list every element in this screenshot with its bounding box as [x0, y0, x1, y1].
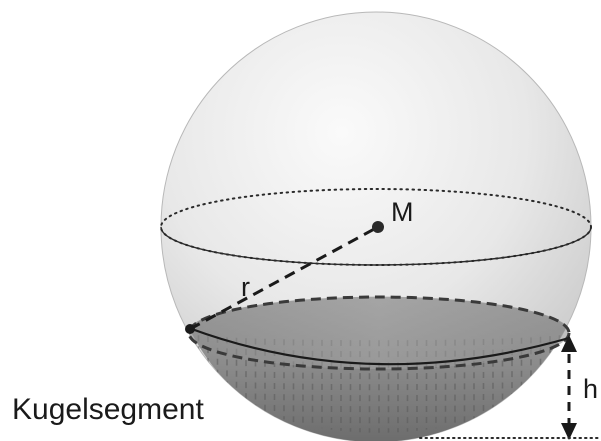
segment-label: Kugelsegment — [12, 393, 204, 426]
equator-front — [160, 226, 592, 266]
cutting-plane-back — [187, 295, 571, 371]
edge-point — [185, 324, 195, 334]
height-dimension — [419, 335, 601, 440]
cutting-plane-front-edge — [188, 326, 570, 366]
height-label: h — [583, 374, 598, 404]
center-point — [372, 221, 384, 233]
radius-label: r — [241, 272, 250, 302]
center-label: M — [391, 197, 414, 227]
